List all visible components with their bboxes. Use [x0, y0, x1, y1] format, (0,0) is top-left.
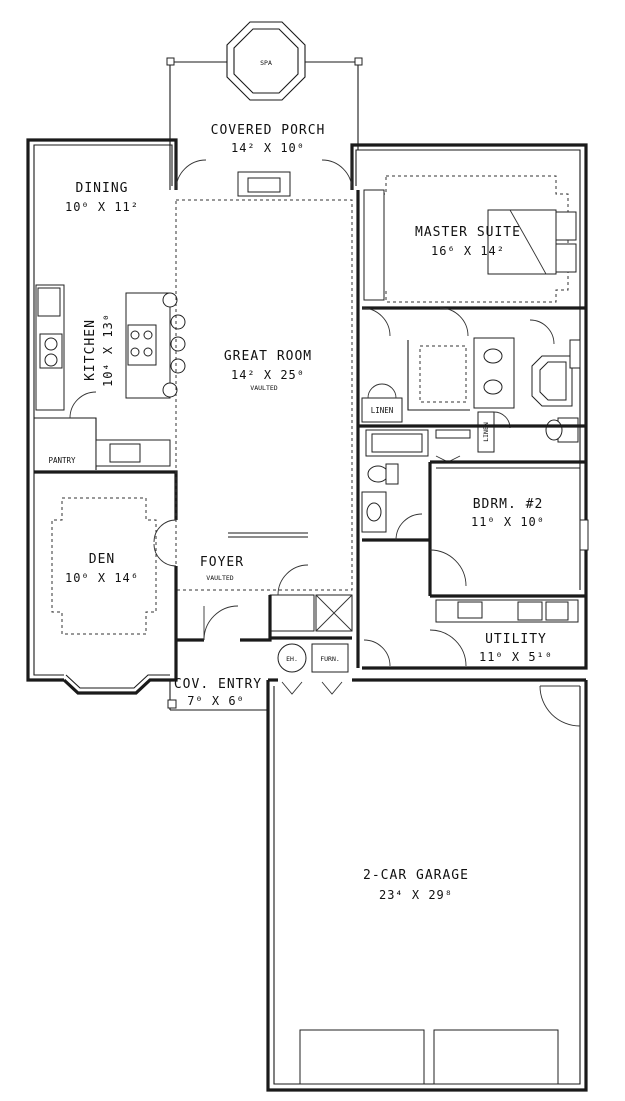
great-room-dims: 14² X 25⁰	[231, 368, 305, 382]
covered-entry: COV. ENTRY 7⁰ X 6⁰	[167, 677, 268, 711]
utility-label: UTILITY	[485, 632, 547, 647]
spa: SPA	[226, 21, 306, 101]
pantry-label: PANTRY	[48, 456, 76, 465]
foyer-label: FOYER	[200, 555, 244, 570]
bedroom-2: BDRM. #2 11⁰ X 10⁰	[428, 460, 589, 596]
dining-label: DINING	[76, 181, 129, 196]
garage: 2-CAR GARAGE 23⁴ X 29⁸	[266, 678, 588, 1092]
covered-entry-label: COV. ENTRY	[174, 677, 262, 692]
covered-porch-label: COVERED PORCH	[211, 123, 326, 138]
exterior-walls	[26, 138, 588, 695]
master-suite-dims: 16⁶ X 14²	[431, 244, 505, 258]
covered-entry-dims: 7⁰ X 6⁰	[187, 694, 245, 708]
kitchen-label: KITCHEN	[83, 319, 98, 381]
utility-dims: 11⁰ X 5¹⁰	[479, 650, 553, 664]
great-room-note: VAULTED	[250, 384, 277, 392]
foyer-note: VAULTED	[206, 574, 233, 582]
garage-dims: 23⁴ X 29⁸	[379, 888, 453, 902]
water-heater-label: EH.	[286, 655, 298, 663]
linen-1-label: LINEN	[371, 406, 394, 415]
master-suite: MASTER SUITE 16⁶ X 14² LINEN LINEN	[361, 175, 586, 453]
den-dims: 10⁰ X 14⁶	[65, 571, 139, 585]
dining-kitchen: DINING 10⁰ X 11² KITCHEN 10⁴ X 13⁰ PANTR…	[34, 171, 291, 520]
furnace-label: FURN.	[320, 655, 340, 663]
hall-closets: EH. FURN.	[269, 190, 391, 673]
great-room: GREAT ROOM 14² X 25⁰ VAULTED	[175, 199, 353, 591]
kitchen-dims: 10⁴ X 13⁰	[101, 313, 115, 387]
garage-label: 2-CAR GARAGE	[363, 868, 469, 883]
den: DEN 10⁰ X 14⁶	[51, 497, 178, 640]
bedroom-2-dims: 11⁰ X 10⁰	[471, 515, 545, 529]
master-suite-label: MASTER SUITE	[415, 225, 521, 240]
utility: UTILITY 11⁰ X 5¹⁰	[429, 594, 586, 667]
hall-bath	[358, 424, 586, 542]
linen-2-label: LINEN	[482, 422, 490, 442]
foyer: FOYER VAULTED	[176, 555, 272, 642]
spa-label: SPA	[260, 59, 272, 67]
bedroom-2-label: BDRM. #2	[473, 497, 544, 512]
den-label: DEN	[89, 552, 115, 567]
great-room-label: GREAT ROOM	[224, 349, 312, 364]
covered-porch-dims: 14² X 10⁰	[231, 141, 305, 155]
dining-dims: 10⁰ X 11²	[65, 200, 139, 214]
covered-porch: COVERED PORCH 14² X 10⁰	[166, 57, 363, 190]
